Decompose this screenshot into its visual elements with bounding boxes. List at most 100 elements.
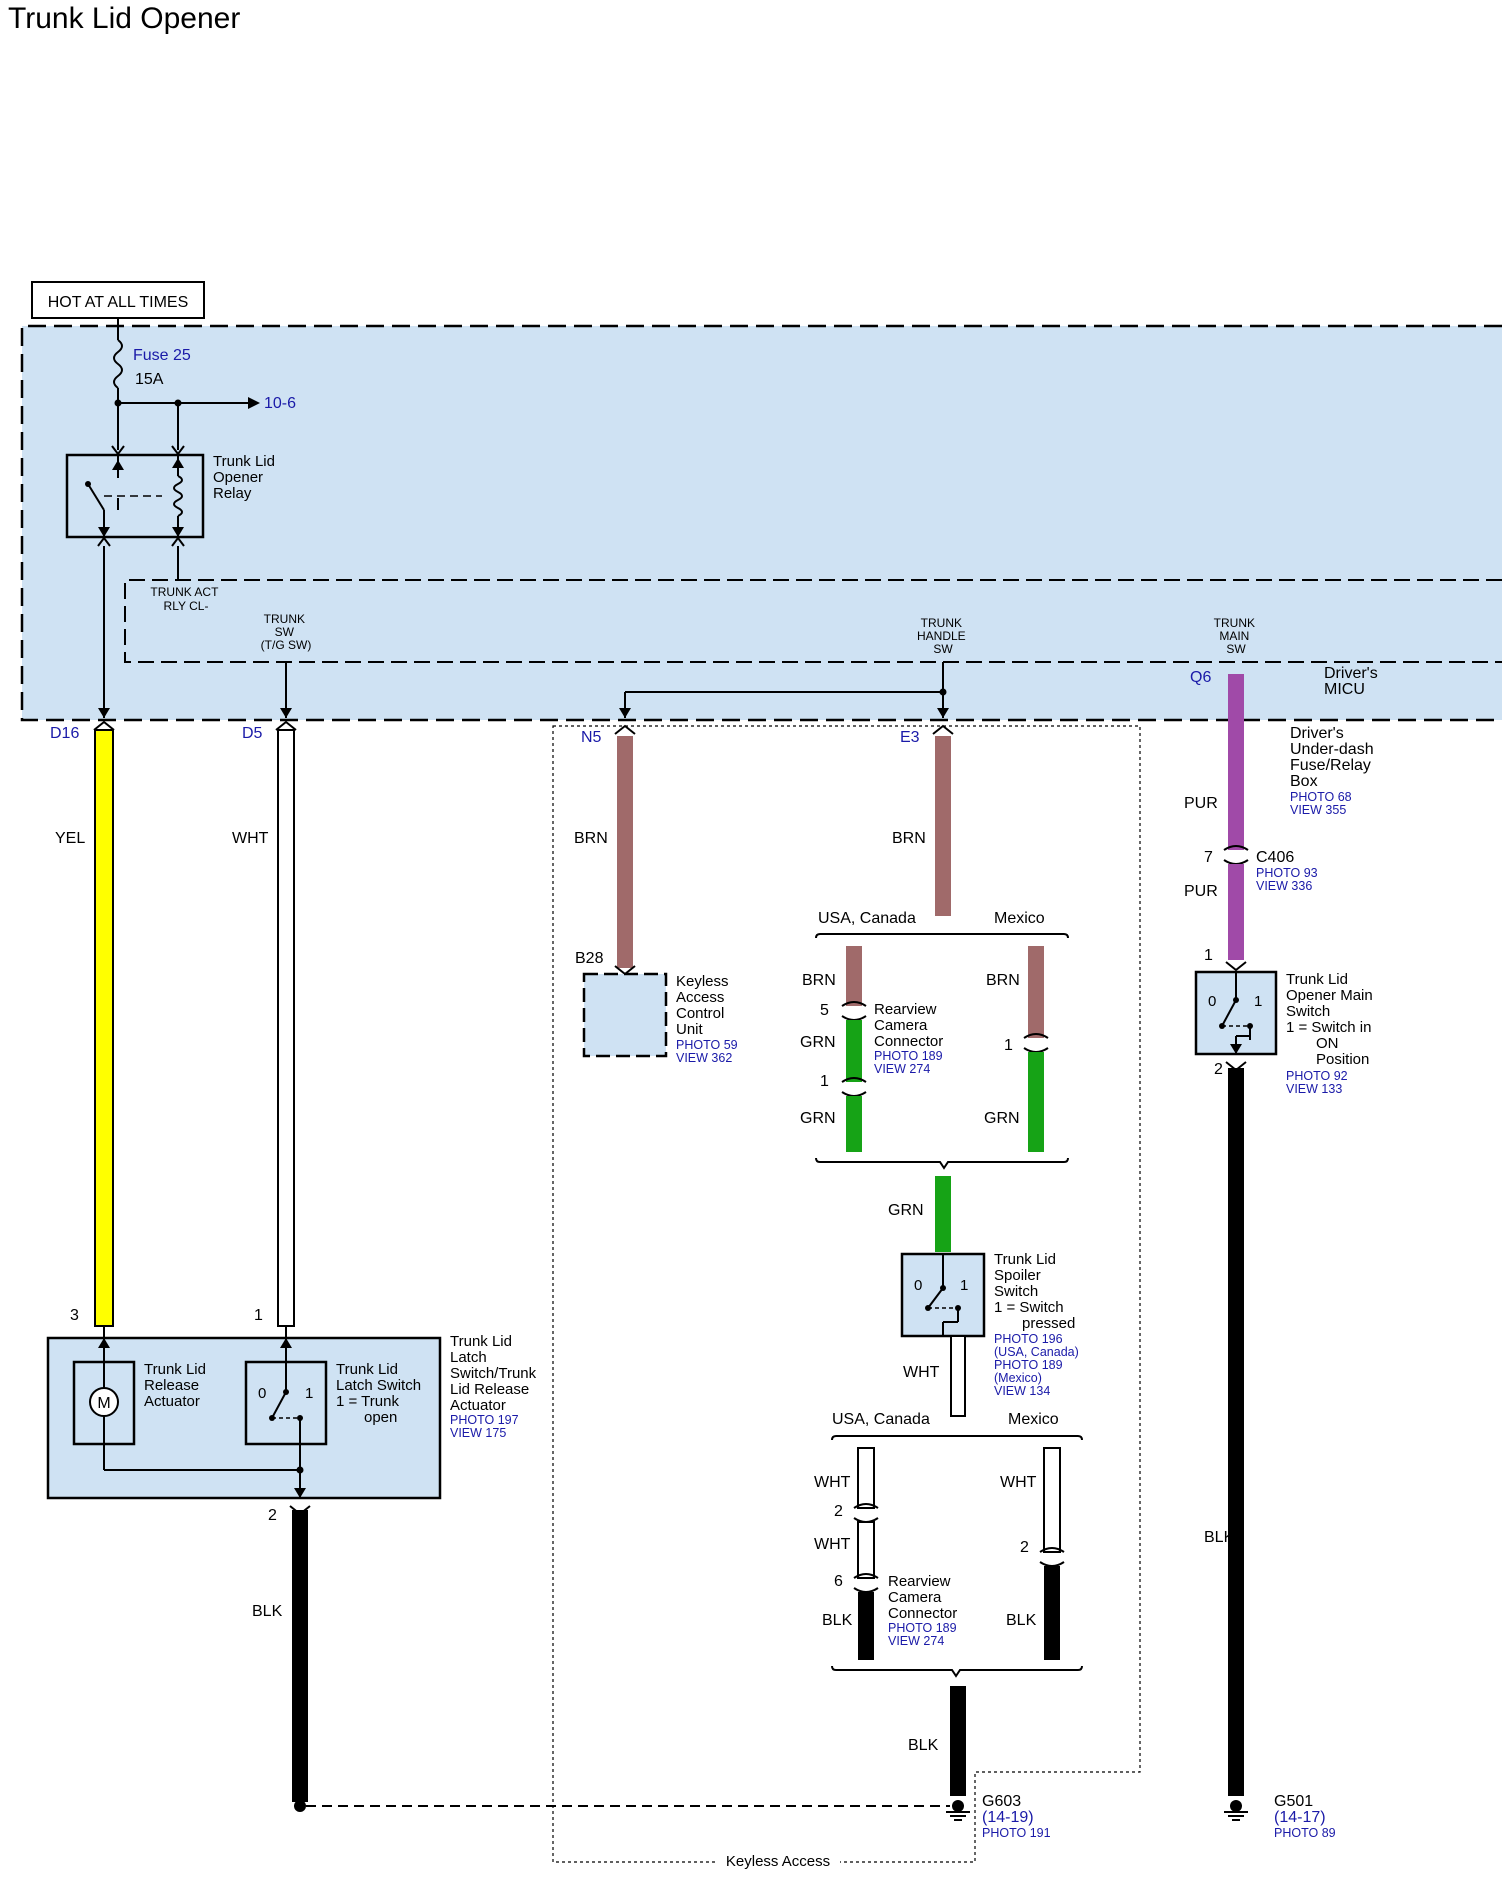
wire-blk-label-1: BLK <box>252 1603 283 1620</box>
grn-wire-usa-2 <box>846 1096 862 1152</box>
g501-photo: PHOTO 89 <box>1274 1826 1336 1840</box>
pin-main-sw-2: 2 <box>1214 1061 1223 1078</box>
pur-wire-1 <box>1228 674 1244 850</box>
region-mexico-2: Mexico <box>1008 1411 1059 1428</box>
wire-blk-mex: BLK <box>1006 1612 1037 1629</box>
pin-1: 1 <box>254 1307 263 1324</box>
pin-3: 3 <box>70 1307 79 1324</box>
cam1-view: VIEW 274 <box>874 1062 930 1076</box>
trunk-sw-label: TRUNK SW (T/G SW) <box>261 612 312 652</box>
wire-brn-usa: BRN <box>802 972 836 989</box>
wire-blk-usa: BLK <box>822 1612 853 1629</box>
keyless-unit-box <box>582 972 668 1058</box>
page-title: Trunk Lid Opener <box>8 2 241 35</box>
pur-wire-2 <box>1228 864 1244 960</box>
fuse-ref: 10-6 <box>264 395 296 412</box>
hot-label: HOT AT ALL TIMES <box>48 294 189 311</box>
trunk-handle-sw-label: TRUNK HANDLE SW <box>917 616 969 656</box>
rearview-cam-2-label: Rearview Camera Connector <box>888 1573 957 1622</box>
brn-wire-mex <box>1028 946 1044 1038</box>
box-photo: PHOTO 68 <box>1290 790 1352 804</box>
trunk-act-label: TRUNK ACT RLY CL- <box>150 585 221 613</box>
pin-d5: D5 <box>242 725 263 742</box>
latch-switch-label: Trunk Lid Latch Switch 1 = Trunk open <box>336 1361 425 1426</box>
wire-yel-label: YEL <box>55 830 85 847</box>
pin-e3: E3 <box>900 729 920 746</box>
region-mexico-1: Mexico <box>994 910 1045 927</box>
spoiler-sw-0: 0 <box>914 1277 922 1294</box>
hot-box <box>31 281 205 319</box>
blk-wire-g501 <box>1228 1068 1244 1796</box>
brn-wire-e3 <box>935 736 951 916</box>
wht-wire-usa-1 <box>857 1447 875 1509</box>
blk-wire-latch <box>292 1510 308 1802</box>
wire-brn-mex: BRN <box>986 972 1020 989</box>
cam2-view: VIEW 274 <box>888 1634 944 1648</box>
brn-wire-usa <box>846 946 862 1006</box>
latch-sw-0: 0 <box>258 1385 266 1402</box>
trunk-main-sw-label: TRUNK MAIN SW <box>1214 616 1259 656</box>
micu-inner-outline <box>124 579 1502 663</box>
grn-wire-usa-1 <box>846 1020 862 1082</box>
g603-photo: PHOTO 191 <box>982 1826 1051 1840</box>
yel-wire <box>94 729 114 1327</box>
arrow-right-icon <box>248 397 260 409</box>
g501-ref: (14-17) <box>1274 1809 1326 1826</box>
pin-q6: Q6 <box>1190 669 1211 686</box>
wht-wire-spoiler <box>950 1335 966 1417</box>
fuse-rating: 15A <box>135 371 164 388</box>
wire-brn-label-1: BRN <box>574 830 608 847</box>
pin-2: 2 <box>268 1507 277 1524</box>
wire-pur-label-2: PUR <box>1184 883 1218 900</box>
micu-area <box>22 326 1502 720</box>
pin-d16: D16 <box>50 725 79 742</box>
wire-brn-label-2: BRN <box>892 830 926 847</box>
relay-coil-icon <box>173 475 183 517</box>
wire-grn-usa-2: GRN <box>800 1110 836 1127</box>
pin-b28: B28 <box>575 950 604 967</box>
wire-wht-usa-2: WHT <box>814 1536 851 1553</box>
cam2-photo: PHOTO 189 <box>888 1621 957 1635</box>
keyless-access-label: Keyless Access <box>726 1853 830 1870</box>
box-view: VIEW 355 <box>1290 803 1346 817</box>
micu-outline <box>20 324 1502 722</box>
wire-blk-g501: BLK <box>1204 1529 1235 1546</box>
relay-label: Trunk Lid Opener Relay <box>213 453 279 502</box>
main-switch-label: Trunk Lid Opener Main Switch 1 = Switch … <box>1286 971 1377 1068</box>
keyless-photo: PHOTO 59 <box>676 1038 738 1052</box>
pin-cam2a: 2 <box>834 1503 843 1520</box>
spoiler-switch-label: Trunk Lid Spoiler Switch 1 = Switch pres… <box>994 1251 1075 1332</box>
c406-view: VIEW 336 <box>1256 879 1312 893</box>
pin-cam1a: 1 <box>820 1073 829 1090</box>
latch-view: VIEW 175 <box>450 1426 506 1440</box>
c406-name: C406 <box>1256 849 1294 866</box>
g501-name: G501 <box>1274 1793 1313 1810</box>
keyless-unit-label: Keyless Access Control Unit <box>676 973 733 1038</box>
wht-wire-usa-2 <box>857 1521 875 1579</box>
wire-grn-mex: GRN <box>984 1110 1020 1127</box>
wire-grn-spoiler: GRN <box>888 1202 924 1219</box>
brn-wire-n5 <box>617 736 633 968</box>
wht-wire-mex <box>1043 1447 1061 1553</box>
pin-cam5: 5 <box>820 1002 829 1019</box>
pin-n5: N5 <box>581 729 602 746</box>
g603-name: G603 <box>982 1793 1021 1810</box>
pin-cam6: 6 <box>834 1573 843 1590</box>
wht-wire-d5 <box>277 729 295 1327</box>
pin-main-sw-1: 1 <box>1204 947 1213 964</box>
blk-wire-mex <box>1044 1566 1060 1660</box>
blk-wire-usa <box>858 1592 874 1660</box>
main-sw-0: 0 <box>1208 993 1216 1010</box>
region-usa-2: USA, Canada <box>832 1411 930 1428</box>
wire-wht-spoiler: WHT <box>903 1364 940 1381</box>
motor-label: M <box>97 1395 110 1412</box>
fuse-name: Fuse 25 <box>133 347 191 364</box>
main-sw-1-pos: 1 <box>1254 993 1262 1010</box>
main-switch-photo: PHOTO 92 <box>1286 1069 1348 1083</box>
spoiler-sw-1: 1 <box>960 1277 968 1294</box>
ground-icon <box>946 1811 970 1821</box>
main-switch-view: VIEW 133 <box>1286 1082 1342 1096</box>
pin-cam2b: 2 <box>1020 1539 1029 1556</box>
latch-assembly-label: Trunk Lid Latch Switch/Trunk Lid Release… <box>450 1333 540 1414</box>
